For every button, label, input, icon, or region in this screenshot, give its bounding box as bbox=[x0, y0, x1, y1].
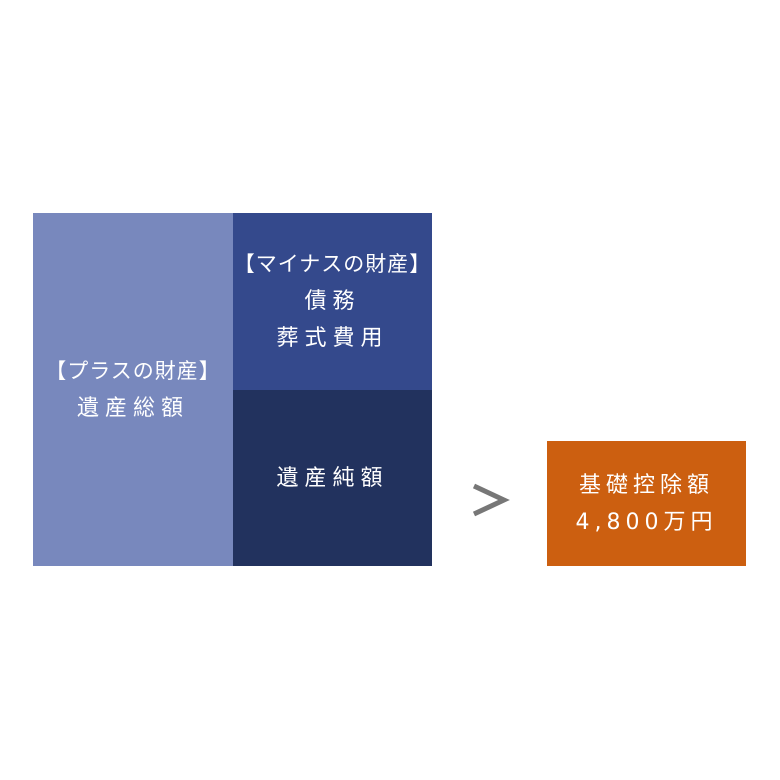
minus-assets-box: 【マイナスの財産】 債務 葬式費用 bbox=[233, 213, 432, 390]
greater-than-icon bbox=[472, 483, 510, 517]
basic-deduction-amount: 4,800万円 bbox=[575, 509, 718, 535]
minus-assets-item-debt: 債務 bbox=[304, 289, 361, 314]
plus-assets-heading: 【プラスの財産】 bbox=[45, 358, 221, 383]
plus-assets-item: 遺産総額 bbox=[76, 395, 189, 421]
net-estate-box: 遺産純額 bbox=[233, 390, 432, 566]
basic-deduction-label: 基礎控除額 bbox=[578, 472, 714, 498]
net-estate-label: 遺産純額 bbox=[276, 465, 389, 491]
basic-deduction-box: 基礎控除額 4,800万円 bbox=[547, 441, 746, 566]
minus-assets-heading: 【マイナスの財産】 bbox=[233, 252, 432, 276]
minus-assets-item-funeral: 葬式費用 bbox=[276, 326, 389, 351]
plus-assets-box: 【プラスの財産】 遺産総額 bbox=[33, 213, 233, 566]
